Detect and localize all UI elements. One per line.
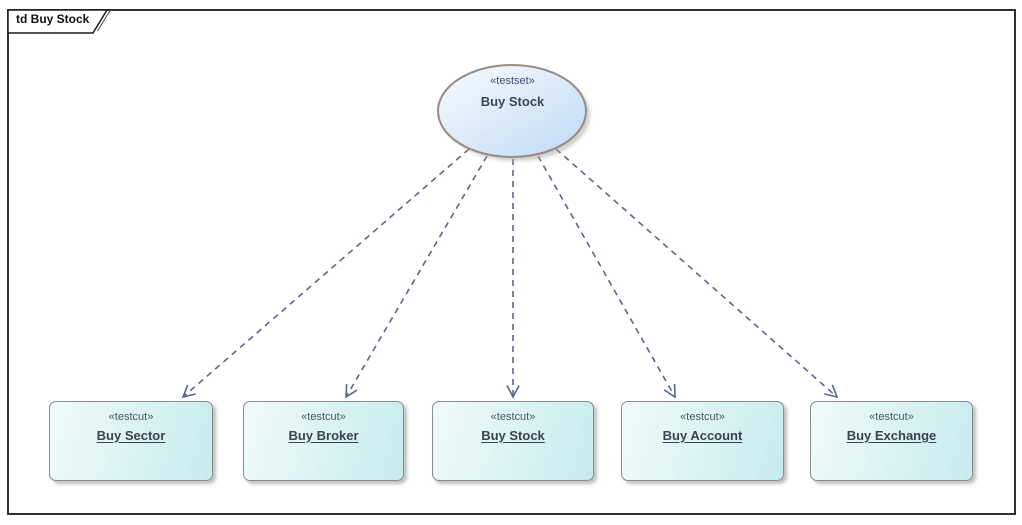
frame-tab-accent-line: [97, 10, 111, 32]
node-stereotype: «testcut»: [108, 411, 154, 423]
frame-tab: [7, 9, 109, 34]
node-name: Buy Broker: [288, 427, 359, 443]
testset-node-labels: «testset» Buy Stock: [438, 75, 587, 109]
dependency-arrow-buy-broker[interactable]: [345, 155, 488, 399]
testset-stereotype: «testset»: [490, 75, 535, 87]
node-stereotype: «testcut»: [301, 411, 346, 423]
dependency-arrow-buy-exchange[interactable]: [555, 148, 839, 399]
dependency-arrow-buy-account[interactable]: [537, 155, 676, 399]
node-buy-sector[interactable]: «testcut» Buy Sector: [49, 401, 213, 481]
node-buy-broker[interactable]: «testcut» Buy Broker: [243, 401, 404, 481]
dependency-arrow-buy-sector[interactable]: [181, 148, 470, 399]
node-name: Buy Stock: [481, 427, 545, 443]
node-stereotype: «testcut»: [490, 411, 536, 423]
node-name: Buy Sector: [96, 427, 166, 443]
node-name: Buy Account: [662, 427, 743, 443]
node-name: Buy Exchange: [846, 427, 937, 443]
node-buy-stock[interactable]: «testcut» Buy Stock: [432, 401, 594, 481]
testset-ellipse[interactable]: [437, 64, 587, 158]
node-stereotype: «testcut»: [869, 411, 914, 423]
node-buy-exchange[interactable]: «testcut» Buy Exchange: [810, 401, 973, 481]
diagram-frame-border: [7, 9, 1016, 515]
node-buy-account[interactable]: «testcut» Buy Account: [621, 401, 784, 481]
node-stereotype: «testcut»: [680, 411, 725, 423]
frame-title: td Buy Stock: [16, 12, 90, 26]
testset-name: Buy Stock: [480, 94, 545, 109]
